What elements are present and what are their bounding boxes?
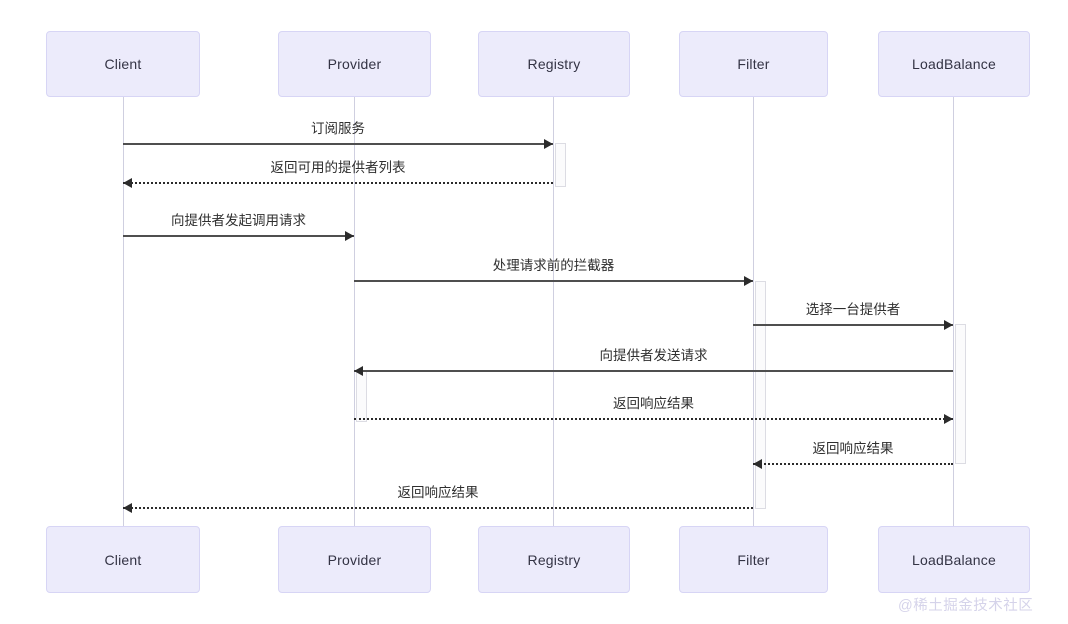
message-label: 返回响应结果 xyxy=(613,396,694,411)
participant-label: Provider xyxy=(327,56,382,72)
participant-label: Filter xyxy=(737,551,770,568)
participant-bottom-filter[interactable]: Filter xyxy=(679,526,828,593)
participant-bottom-registry[interactable]: Registry xyxy=(478,526,630,593)
message-label: 订阅服务 xyxy=(311,121,365,136)
participant-top-filter[interactable]: Filter xyxy=(679,31,828,97)
arrow-head-left xyxy=(354,366,363,376)
message-line xyxy=(354,370,953,372)
lifeline-client xyxy=(123,97,124,526)
lifeline-loadbalance xyxy=(953,97,954,526)
participant-label: LoadBalance xyxy=(912,56,996,72)
message-line xyxy=(123,182,553,184)
message-label: 向提供者发起调用请求 xyxy=(171,213,306,228)
participant-bottom-provider[interactable]: Provider xyxy=(278,526,431,593)
watermark: @稀土掘金技术社区 xyxy=(898,598,1034,614)
arrow-head-right xyxy=(544,139,553,149)
arrow-head-right xyxy=(944,414,953,424)
participant-label: Registry xyxy=(527,56,581,72)
message-line xyxy=(354,280,753,282)
activation-bar-registry xyxy=(555,143,566,187)
arrow-head-left xyxy=(123,178,132,188)
message-label: 处理请求前的拦截器 xyxy=(492,258,615,273)
participant-top-provider[interactable]: Provider xyxy=(278,31,431,97)
participant-label: Filter xyxy=(737,56,770,72)
activation-bar-filter xyxy=(755,281,766,509)
arrow-head-right xyxy=(944,320,953,330)
participant-label: Client xyxy=(104,56,142,72)
message-label: 向提供者发送请求 xyxy=(599,348,708,363)
participant-label: Provider xyxy=(327,551,382,568)
participant-top-loadbalance[interactable]: LoadBalance xyxy=(878,31,1030,97)
participant-label: LoadBalance xyxy=(912,551,996,568)
participant-bottom-loadbalance[interactable]: LoadBalance xyxy=(878,526,1030,593)
participant-top-registry[interactable]: Registry xyxy=(478,31,630,97)
message-line xyxy=(123,143,553,145)
message-line xyxy=(753,324,953,326)
message-line xyxy=(753,463,953,465)
message-line xyxy=(123,507,753,509)
activation-bar-provider xyxy=(356,370,367,422)
activation-bar-loadbalance xyxy=(955,324,966,464)
arrow-head-right xyxy=(345,231,354,241)
lifeline-registry xyxy=(553,97,554,526)
arrow-head-left xyxy=(753,459,762,469)
message-label: 选择一台提供者 xyxy=(805,302,901,317)
participant-bottom-client[interactable]: Client xyxy=(46,526,200,593)
arrow-head-left xyxy=(123,503,132,513)
participant-label: Client xyxy=(104,551,142,568)
participant-label: Registry xyxy=(527,551,581,568)
message-label: 返回可用的提供者列表 xyxy=(270,160,406,175)
arrow-head-right xyxy=(744,276,753,286)
message-label: 返回响应结果 xyxy=(812,441,894,456)
message-line xyxy=(354,418,953,420)
message-label: 返回响应结果 xyxy=(397,485,479,500)
lifeline-provider xyxy=(354,97,355,526)
message-line xyxy=(123,235,354,237)
lifeline-filter xyxy=(753,97,754,526)
participant-top-client[interactable]: Client xyxy=(46,31,200,97)
